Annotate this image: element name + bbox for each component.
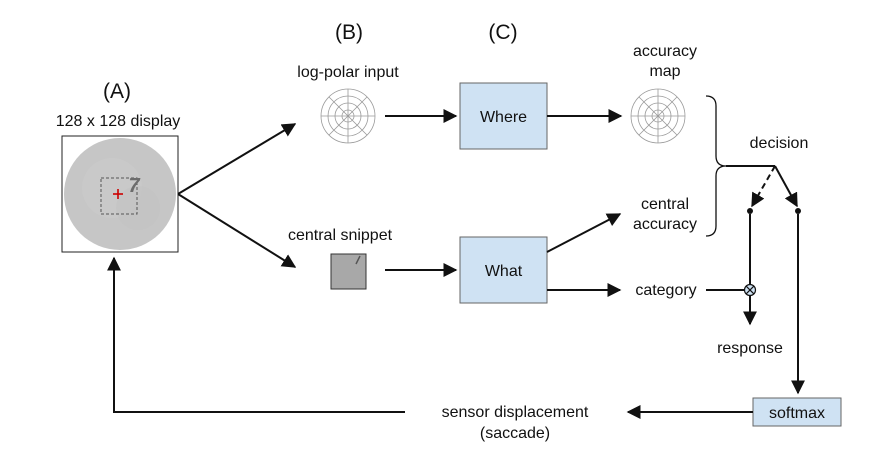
accuracy-map-grid-icon <box>630 88 686 144</box>
arrow-display-to-snippet <box>177 193 297 268</box>
arrow-saccade-feedback <box>107 256 405 413</box>
what-box: What <box>459 236 548 304</box>
softmax-label: softmax <box>769 405 825 422</box>
decision-label: decision <box>750 135 809 152</box>
central-accuracy-line1: central <box>641 196 689 213</box>
what-box-label: What <box>485 263 523 280</box>
display-digit: 7 <box>128 175 140 197</box>
multiply-icon <box>743 283 757 297</box>
accuracy-map-line2: map <box>649 63 680 80</box>
panel-label-c: (C) <box>488 21 517 44</box>
logpolar-grid-icon <box>320 88 376 144</box>
junction-dot-right <box>795 208 801 214</box>
panel-label-a: (A) <box>103 80 131 103</box>
logpolar-label: log-polar input <box>297 64 399 81</box>
panel-label-b: (B) <box>335 21 363 44</box>
fovea-window <box>100 177 138 215</box>
fixation-cross-icon <box>113 189 123 199</box>
sensor-line1: sensor displacement <box>442 404 589 421</box>
softmax-box: softmax <box>752 397 842 427</box>
decision-branch-response <box>751 165 776 208</box>
where-box: Where <box>459 82 548 150</box>
where-box-label: Where <box>480 109 527 126</box>
category-label: category <box>635 282 696 299</box>
arrow-what-to-central-accuracy <box>546 213 622 253</box>
accuracy-map-line1: accuracy <box>633 43 697 60</box>
sensor-line2: (saccade) <box>480 425 550 442</box>
central-accuracy-line2: accuracy <box>633 216 697 233</box>
snippet-image <box>330 253 367 290</box>
display-caption: 128 x 128 display <box>56 113 181 130</box>
display-panel: 7 <box>61 135 179 253</box>
junction-dot-left <box>747 208 753 214</box>
snippet-label: central snippet <box>288 227 393 244</box>
decision-brace <box>705 95 727 237</box>
decision-branch-saccade <box>774 165 798 208</box>
response-label: response <box>717 340 783 357</box>
arrow-display-to-logpolar <box>177 123 297 195</box>
